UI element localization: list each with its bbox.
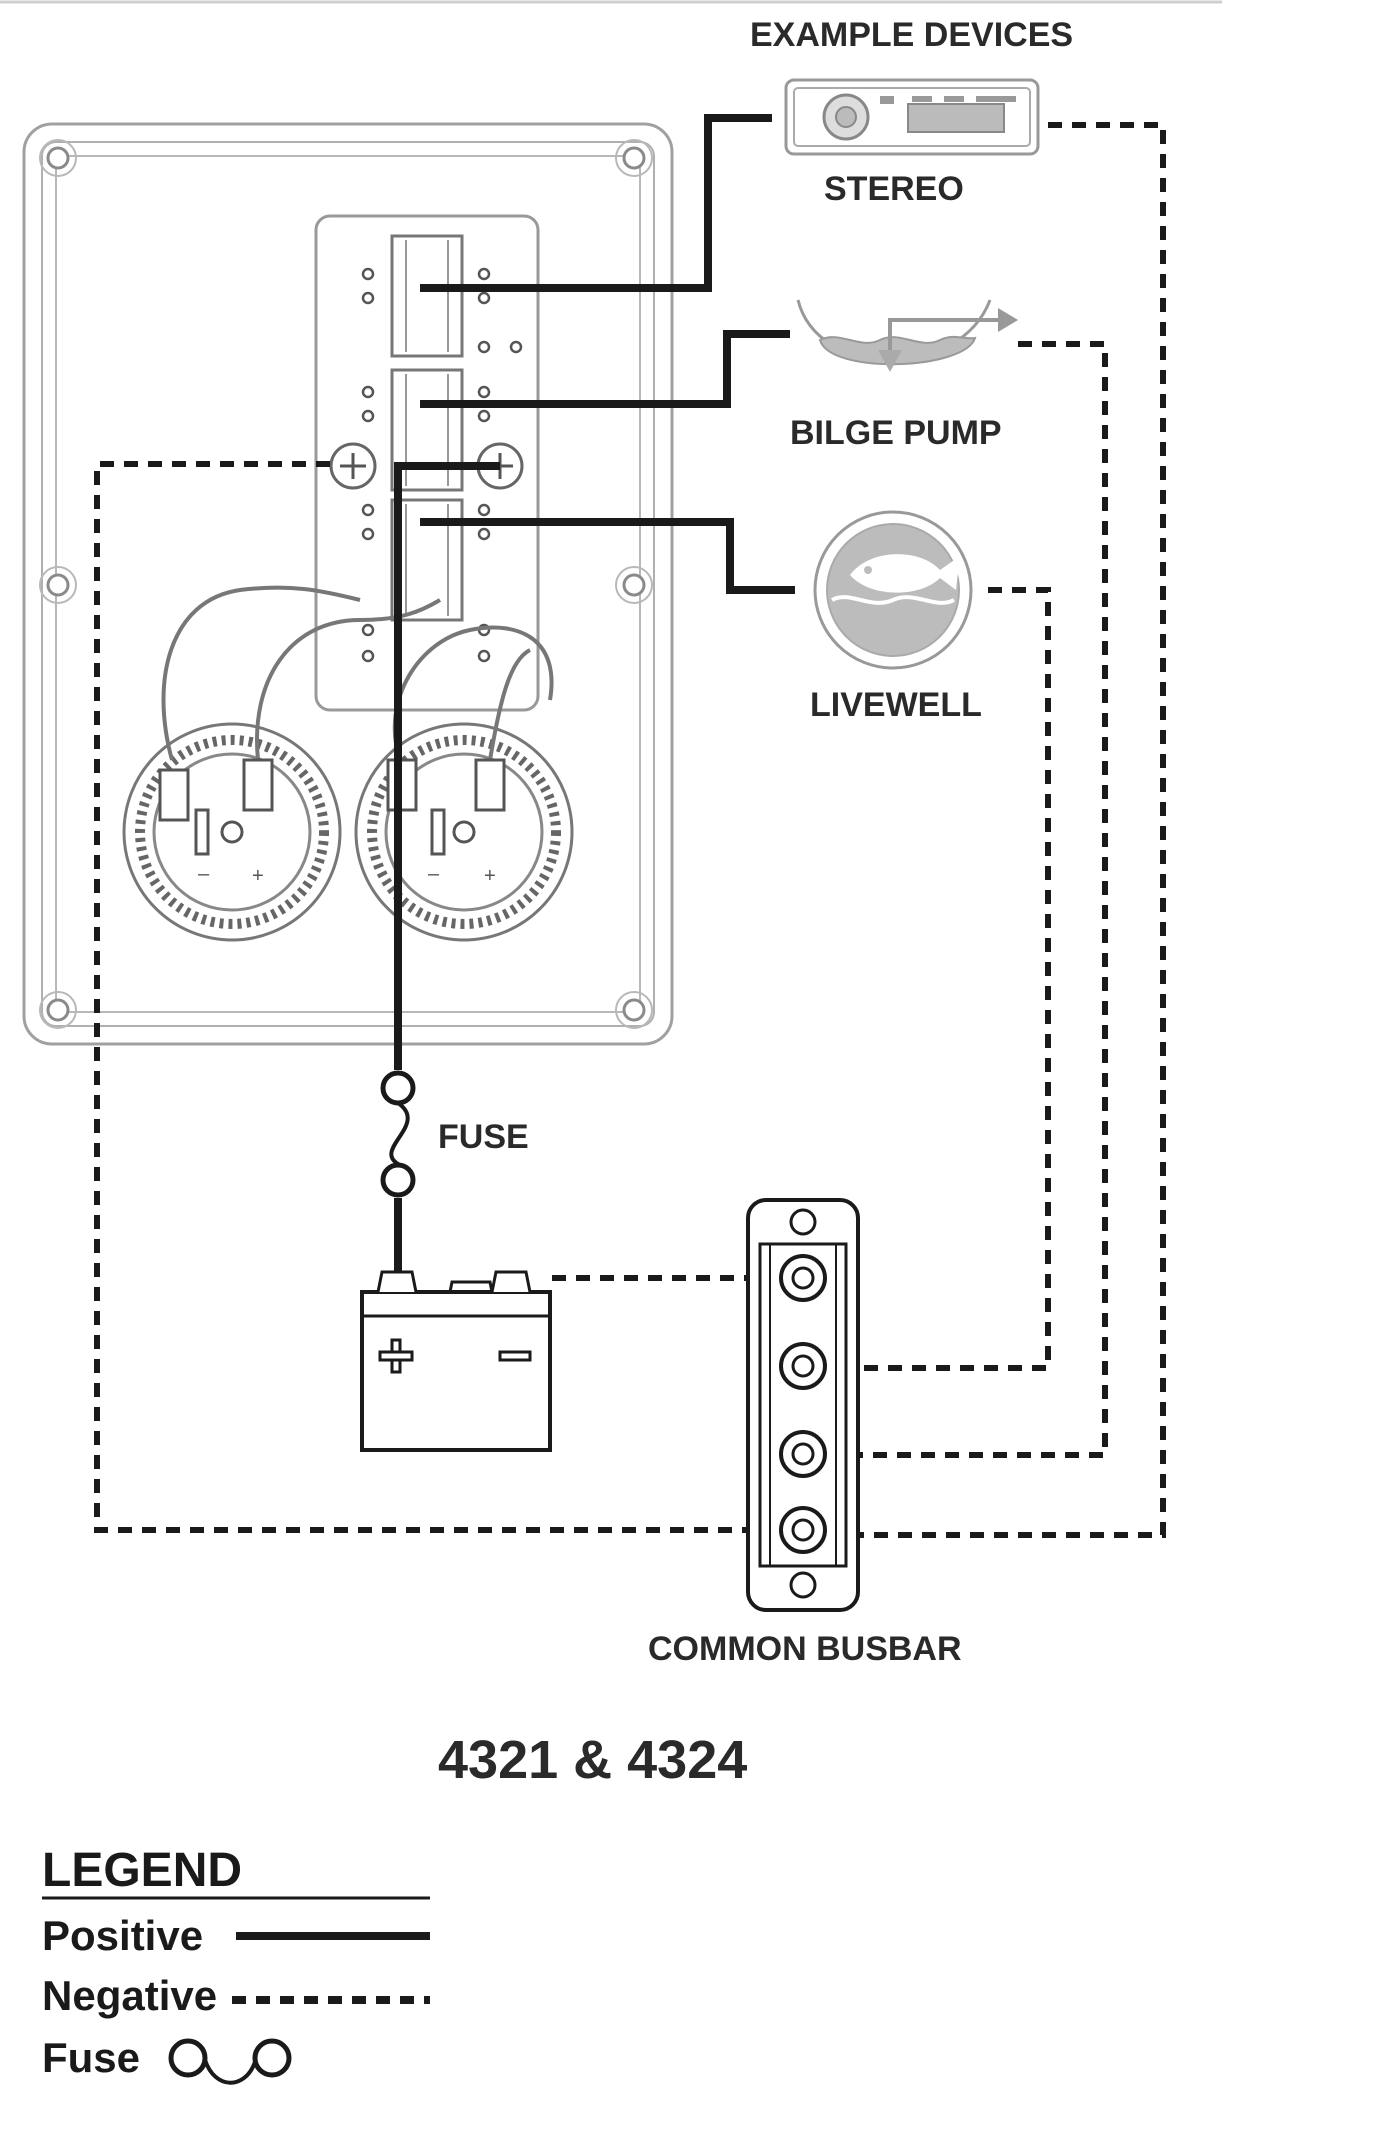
positive-terminal-icon (378, 1338, 414, 1374)
stereo-label: STEREO (824, 170, 964, 208)
battery (360, 1270, 552, 1452)
example-devices-title: EXAMPLE DEVICES (750, 16, 1073, 54)
positive-wires (394, 114, 795, 1272)
bilge-pump-label: BILGE PUMP (790, 414, 1002, 452)
svg-text:–: – (428, 863, 440, 885)
mounting-holes (46, 146, 646, 1022)
legend-positive-label: Positive (42, 1912, 203, 1959)
legend-negative-label: Negative (42, 1972, 217, 2019)
busbar-label: COMMON BUSBAR (648, 1630, 962, 1668)
negative-wires (94, 122, 1166, 1538)
livewell-label: LIVEWELL (810, 686, 982, 724)
power-socket-left: – + (122, 722, 342, 942)
bilge-pump-icon (796, 299, 1018, 372)
negative-terminal-icon (498, 1350, 532, 1362)
svg-text:+: + (484, 865, 496, 887)
stereo-icon (784, 78, 1040, 156)
legend-fuse-icon (168, 2038, 292, 2085)
livewell-icon (813, 510, 973, 670)
common-busbar (746, 1198, 860, 1612)
fuse-symbol (380, 1070, 416, 1198)
legend-fuse-label: Fuse (42, 2034, 140, 2081)
svg-text:–: – (198, 863, 210, 885)
svg-text:+: + (252, 865, 264, 887)
fuse-label: FUSE (438, 1118, 529, 1156)
socket-wires (161, 585, 554, 761)
switch-panel: – + – + (22, 122, 674, 1046)
legend-title: LEGEND (42, 1844, 242, 1897)
model-title: 4321 & 4324 (438, 1730, 747, 1790)
power-socket-right: – + (354, 722, 574, 942)
legend: LEGEND Positive Negative Fuse (42, 1844, 430, 2085)
